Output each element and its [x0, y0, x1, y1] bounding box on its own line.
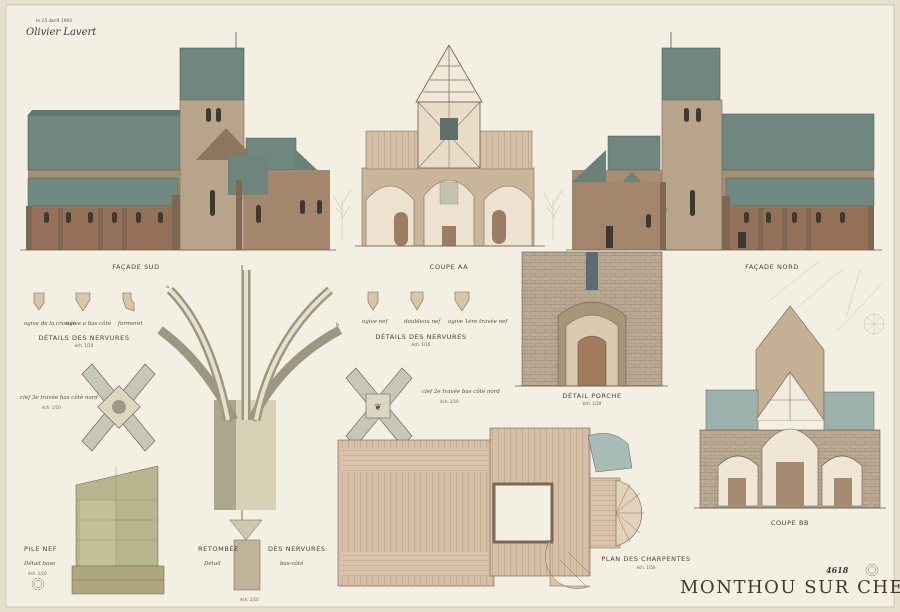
faint-sketch — [769, 261, 885, 335]
rib-details-left-scale: éch. 1/10 — [74, 343, 94, 348]
rib-item-right-2: doubleau nef — [404, 319, 441, 325]
springing-note-left: Détail — [204, 561, 221, 567]
plate-number: 4618 — [826, 565, 849, 575]
svg-text:b: b — [336, 322, 339, 328]
tree-drawings — [332, 189, 563, 240]
drawing-date: le 15 Avril 1902 — [36, 19, 73, 24]
roof-framing-plan — [337, 427, 644, 589]
keystone-detail-right: ❦ — [345, 367, 413, 447]
svg-text:❦: ❦ — [374, 403, 382, 413]
north-facade-elevation — [566, 32, 882, 251]
rib-profiles-left — [33, 292, 135, 312]
springing-note-right: bas-côté — [280, 561, 304, 567]
rib-item-left-2: ogive a bas côté — [66, 321, 111, 327]
rib-springing-detail: a b — [157, 265, 343, 591]
porch-scale: éch. 1/20 — [582, 401, 602, 406]
porch-caption: DÉTAIL PORCHE — [562, 392, 622, 400]
rib-item-left-3: formeret — [118, 321, 143, 327]
rib-item-right-1: ogive nef — [362, 319, 388, 325]
springing-caption-left: RETOMBÉE — [198, 545, 239, 553]
keystone-detail-left — [81, 363, 156, 452]
pier-caption: PILE NEF — [24, 545, 58, 553]
section-bb — [694, 305, 886, 509]
roof-plan-scale: éch. 1/50 — [636, 565, 656, 570]
rib-details-left-title: DÉTAILS DES NERVURES — [38, 334, 130, 342]
sheet-title: MONTHOU SUR CHER — [680, 577, 900, 598]
springing-scale: éch. 1/10 — [240, 597, 259, 602]
rib-profiles-right — [367, 291, 470, 312]
north-facade-caption: FAÇADE NORD — [745, 263, 799, 271]
architect-signature: Olivier Lavert — [26, 27, 97, 38]
stamp-marks — [31, 563, 879, 591]
rib-item-left-1: ogive de la croisée — [24, 321, 77, 327]
nave-pier-detail — [71, 465, 165, 595]
south-facade-caption: FAÇADE SUD — [112, 263, 160, 271]
rib-item-right-3: ogive 1ère travée nef — [448, 319, 508, 325]
pier-scale: éch. 1/10 — [28, 571, 47, 576]
springing-caption-right: DES NERVURES — [268, 545, 326, 553]
porch-detail — [515, 251, 668, 387]
keystone-right-label: clef 2e travée bas côté nord — [422, 389, 500, 395]
section-bb-caption: COUPE BB — [770, 519, 810, 527]
keystone-right-scale: éch. 1/10 — [440, 399, 459, 404]
rib-details-right-scale: éch. 1/10 — [411, 342, 431, 347]
keystone-left-label: clef 3e travée bas côté nord — [20, 395, 98, 401]
svg-text:a: a — [166, 284, 169, 290]
south-facade-elevation — [20, 32, 336, 251]
pier-note: Détail base — [24, 561, 56, 567]
section-aa — [355, 44, 545, 247]
roof-plan-caption: PLAN DES CHARPENTES — [601, 555, 691, 563]
keystone-left-scale: éch. 1/10 — [42, 405, 61, 410]
rib-details-right-title: DÉTAILS DES NERVURES — [375, 333, 467, 341]
section-aa-caption: COUPE AA — [429, 263, 469, 271]
